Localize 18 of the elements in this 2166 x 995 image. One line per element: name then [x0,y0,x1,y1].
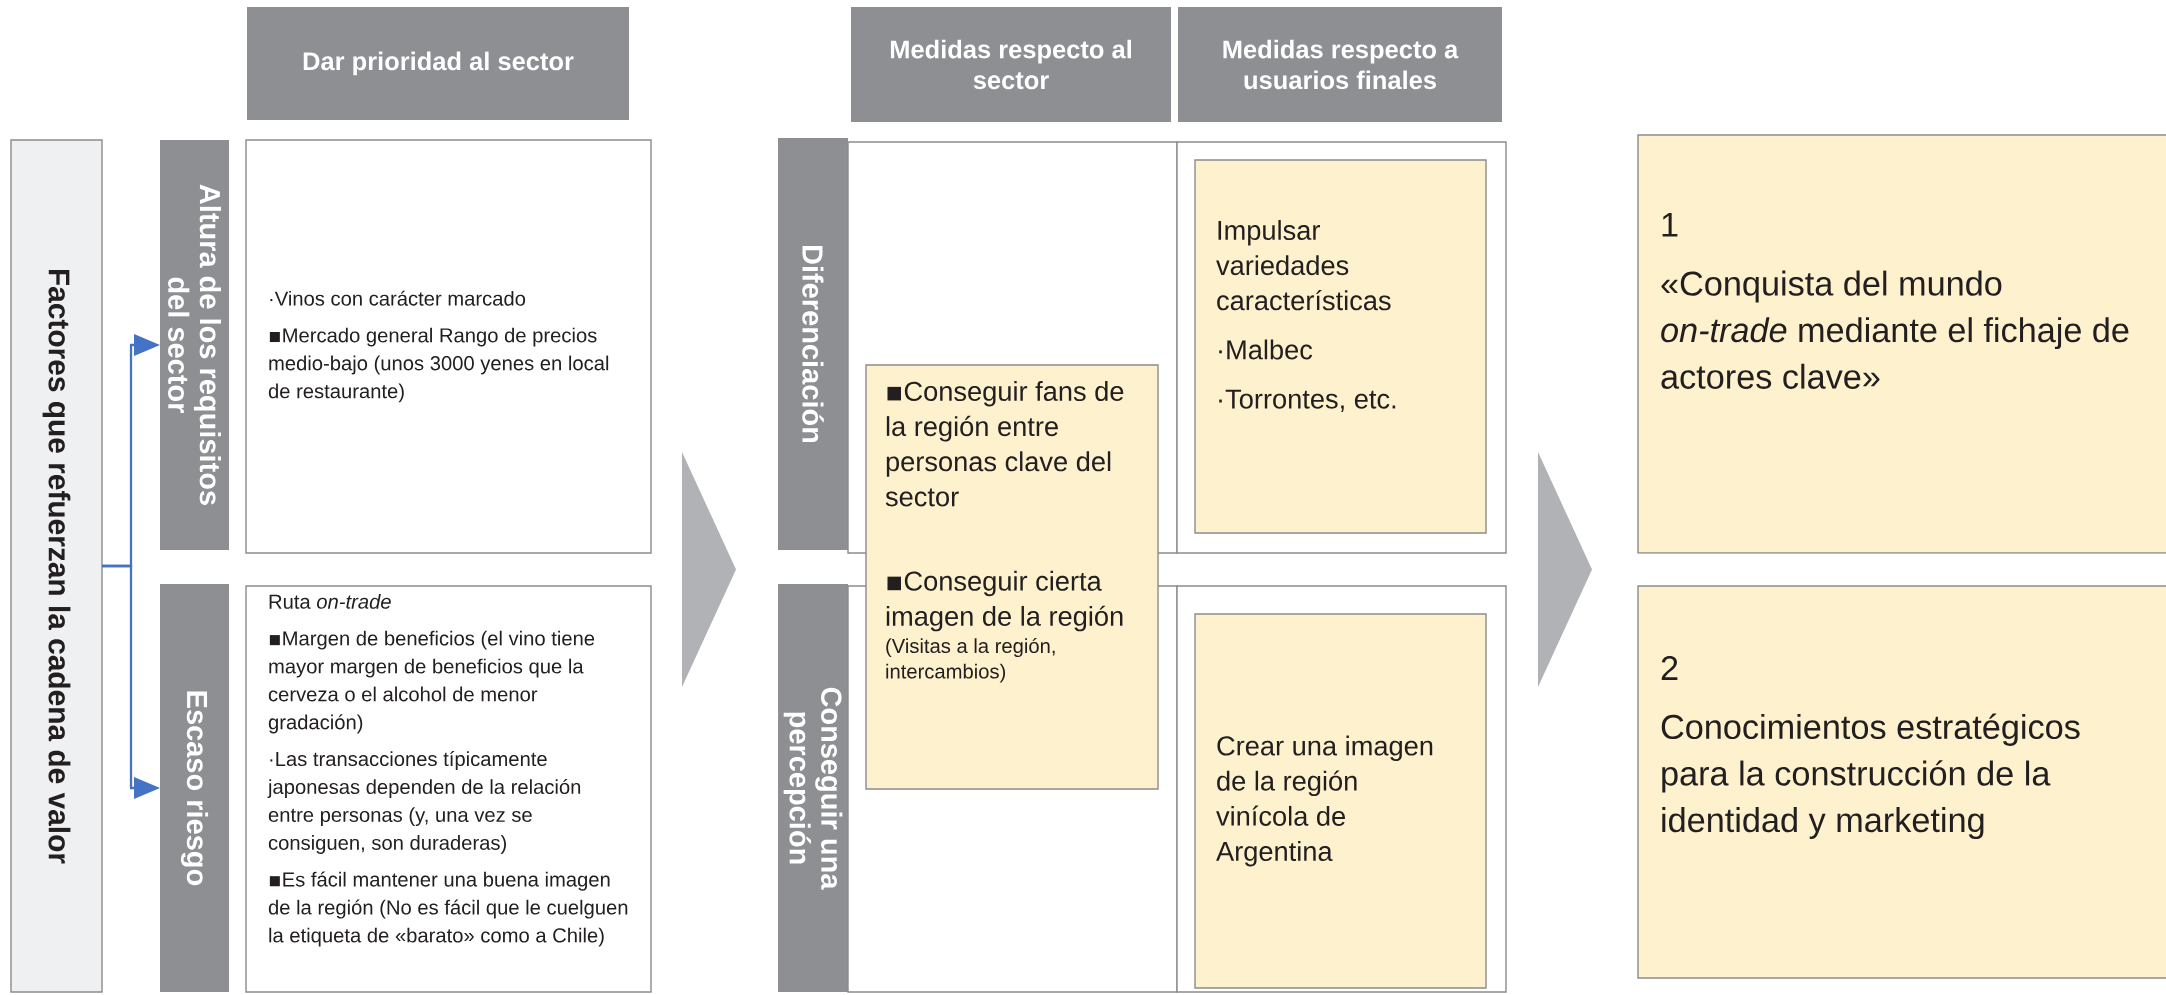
note-box: Impulsar variedades características ·Malbec ·Torrontes, etc. [1194,159,1487,534]
row-label: Conseguir una percepción [778,584,848,992]
result-box: 2 Conocimientos estratégicos para la construcción de la identidad y marketing [1637,585,2166,979]
column-header: Medidas respecto a usuarios finales [1178,7,1502,122]
note-box: Crear una imagen de la región vinícola de Argentina [1194,613,1487,989]
arrow [102,564,160,799]
side-label-box: Factores que refuerzan la cadena de valor [10,139,103,993]
note-box: ▪Conseguir fans de la región entre personas clave del sector ▪Conseguir cierta imagen de la región (Visitas a la región, intercambios) [865,364,1159,790]
text-box: ·Vinos con carácter marcado ▪Mercado general Rango de precios medio-bajo (unos 3000 yenes en local de restaurante) [245,139,652,554]
text-box: Ruta on-trade ▪Margen de beneficios (el vino tiene mayor margen de beneficios que la cerveza o el alcohol de menor gradación) ·Las transacciones típicamente japonesas dependen de la relación entre personas (y, una vez se consiguen, son duraderas) ▪Es fácil mantener una buena imagen de la región (No es fácil que le cuelguen la etiqueta de «barato» como a Chile) [245,585,652,993]
column-header: Dar prioridad al sector [247,7,629,120]
result-box: 1 «Conquista del mundo on-trade mediante el fichaje de actores clave» [1637,134,2166,554]
chevron-arrow [1538,452,1592,687]
row-label: Diferenciación [778,138,848,550]
column-header: Medidas respecto al sector [851,7,1171,122]
row-label: Escaso riesgo [160,584,229,992]
chevron-arrow [682,452,736,687]
row-label: Altura de los requisitos del sector [160,140,229,550]
